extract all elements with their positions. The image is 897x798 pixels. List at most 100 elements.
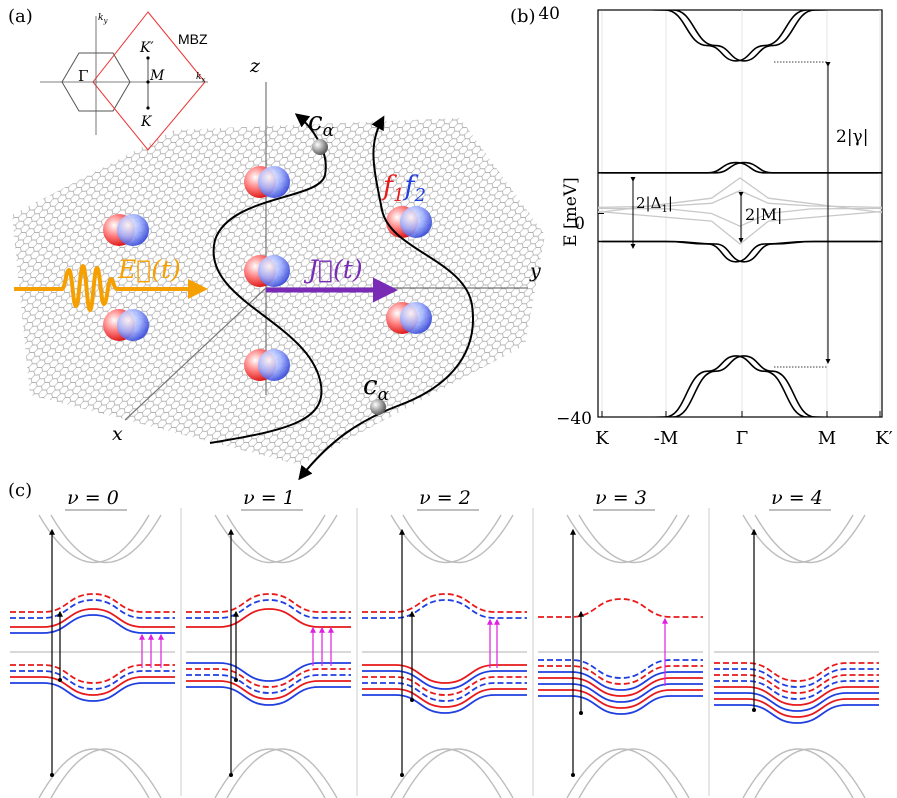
red-flat-band bbox=[10, 608, 175, 628]
x-tick-Kprime: K′ bbox=[875, 428, 893, 449]
m-point-label: M bbox=[149, 68, 165, 84]
remote-band-upper bbox=[754, 514, 866, 564]
band-series-1-pair bbox=[601, 240, 882, 263]
filling-panel-0: ν = 0 bbox=[10, 487, 175, 798]
remote-band-lower bbox=[226, 748, 338, 798]
delta-gap-label: 2|Δ1| bbox=[636, 194, 673, 215]
x-tick-M: M bbox=[818, 428, 836, 449]
gamma-point-label: Γ bbox=[78, 67, 88, 85]
blue-flat-band bbox=[714, 692, 879, 712]
y-tick-neg40: −40 bbox=[556, 409, 592, 429]
remote-band-lower bbox=[214, 748, 326, 798]
red-flat-band bbox=[362, 593, 527, 613]
series-group bbox=[598, 10, 882, 417]
f-orbital-pairs bbox=[103, 166, 432, 381]
y-axis-label: y bbox=[529, 260, 541, 282]
kprime-point-label: K′ bbox=[139, 40, 154, 56]
transition-origin bbox=[752, 708, 756, 712]
band-series-2-pair bbox=[652, 10, 836, 62]
orbital-pair bbox=[103, 214, 149, 246]
electron-trajectory-1 bbox=[209, 113, 327, 444]
red-flat-band bbox=[186, 680, 351, 700]
kx-label: kx bbox=[196, 72, 205, 84]
band-series-3 bbox=[644, 355, 828, 417]
remote-band-lower bbox=[566, 748, 678, 798]
transition-origin bbox=[579, 711, 583, 715]
remote-band-lower bbox=[578, 748, 690, 798]
filling-panel-1: ν = 1 bbox=[180, 487, 351, 798]
y-tick-0: 0 bbox=[574, 214, 585, 234]
blue-flat-band bbox=[714, 680, 879, 700]
red-flat-band bbox=[362, 664, 527, 684]
electron-trajectory-2b bbox=[371, 115, 473, 306]
blue-flat-band bbox=[186, 674, 351, 694]
transition-origin bbox=[234, 678, 238, 682]
orbital-pair bbox=[244, 166, 290, 198]
remote-band-lower bbox=[38, 748, 150, 798]
blue-flat-band bbox=[186, 599, 351, 619]
remote-band-upper bbox=[402, 514, 514, 564]
mbz-diamond bbox=[92, 11, 206, 151]
band-series-2 bbox=[644, 10, 828, 62]
panel-label-b: (b) bbox=[510, 6, 536, 27]
blue-flat-band bbox=[362, 682, 527, 702]
blue-flat-band bbox=[362, 670, 527, 690]
orbital-pair bbox=[103, 309, 149, 341]
ticks-b bbox=[598, 9, 881, 418]
e-field-label: E⃗(t) bbox=[117, 255, 181, 284]
panel-title: ν = 4 bbox=[771, 487, 823, 509]
remote-band-lower bbox=[50, 748, 162, 798]
current-label: J⃗(t) bbox=[303, 255, 363, 284]
c-electron-bottom bbox=[370, 399, 386, 415]
e-field-pulse bbox=[14, 263, 208, 313]
remote-band-lower bbox=[402, 748, 514, 798]
orbital-pair bbox=[386, 302, 432, 334]
remote-band-upper bbox=[50, 514, 162, 564]
k-point-label: K bbox=[140, 114, 153, 130]
blue-flat-band bbox=[10, 599, 175, 619]
panel-title: ν = 2 bbox=[419, 487, 471, 509]
red-flat-band bbox=[538, 598, 703, 618]
red-flat-band bbox=[714, 698, 879, 718]
red-flat-band bbox=[10, 664, 175, 684]
x-axis bbox=[124, 287, 267, 421]
remote-band-lower bbox=[754, 748, 866, 798]
red-flat-band bbox=[538, 665, 703, 685]
c-electron-top bbox=[312, 139, 328, 155]
panel-title: ν = 1 bbox=[243, 487, 295, 509]
panel-a: (a) z x y ky kx MBZ Γ M K′ K bbox=[8, 6, 545, 481]
remote-band-upper bbox=[566, 514, 678, 564]
y-tick-40: 40 bbox=[538, 4, 560, 24]
panel-label-c: (c) bbox=[8, 480, 32, 501]
panel-label-a: (a) bbox=[8, 6, 33, 27]
red-flat-band bbox=[10, 593, 175, 613]
remote-band-lower bbox=[742, 748, 854, 798]
c-alpha-label-top: cα bbox=[308, 107, 335, 141]
red-flat-band bbox=[10, 676, 175, 696]
blue-flat-band bbox=[714, 668, 879, 688]
ky-label: ky bbox=[98, 13, 108, 25]
gray-bands bbox=[598, 177, 882, 245]
blue-flat-band bbox=[538, 683, 703, 703]
panel-title: ν = 0 bbox=[67, 487, 119, 509]
f1-f2-label: f1f2 bbox=[381, 171, 426, 206]
transition-origin bbox=[50, 773, 54, 777]
red-flat-band bbox=[362, 688, 527, 708]
blue-flat-band bbox=[538, 659, 703, 679]
red-flat-band bbox=[362, 676, 527, 696]
remote-band-upper bbox=[226, 514, 338, 564]
red-flat-band bbox=[538, 689, 703, 709]
kprime-point bbox=[146, 56, 150, 60]
blue-flat-band bbox=[10, 614, 175, 634]
blue-flat-band bbox=[538, 695, 703, 715]
band-series-0-pair bbox=[601, 161, 882, 174]
x-tick-K: K bbox=[595, 428, 609, 449]
blue-flat-band bbox=[362, 599, 527, 619]
panel-b: (b) 40 0 −40 E [meV] K -M Γ M K′ 2|γ| 2|… bbox=[510, 4, 893, 449]
electron-trajectory-2a bbox=[298, 304, 475, 481]
transition-origin bbox=[229, 773, 233, 777]
blue-flat-band bbox=[362, 694, 527, 714]
blue-flat-band bbox=[186, 662, 351, 682]
x-tick-gamma: Γ bbox=[736, 428, 749, 449]
